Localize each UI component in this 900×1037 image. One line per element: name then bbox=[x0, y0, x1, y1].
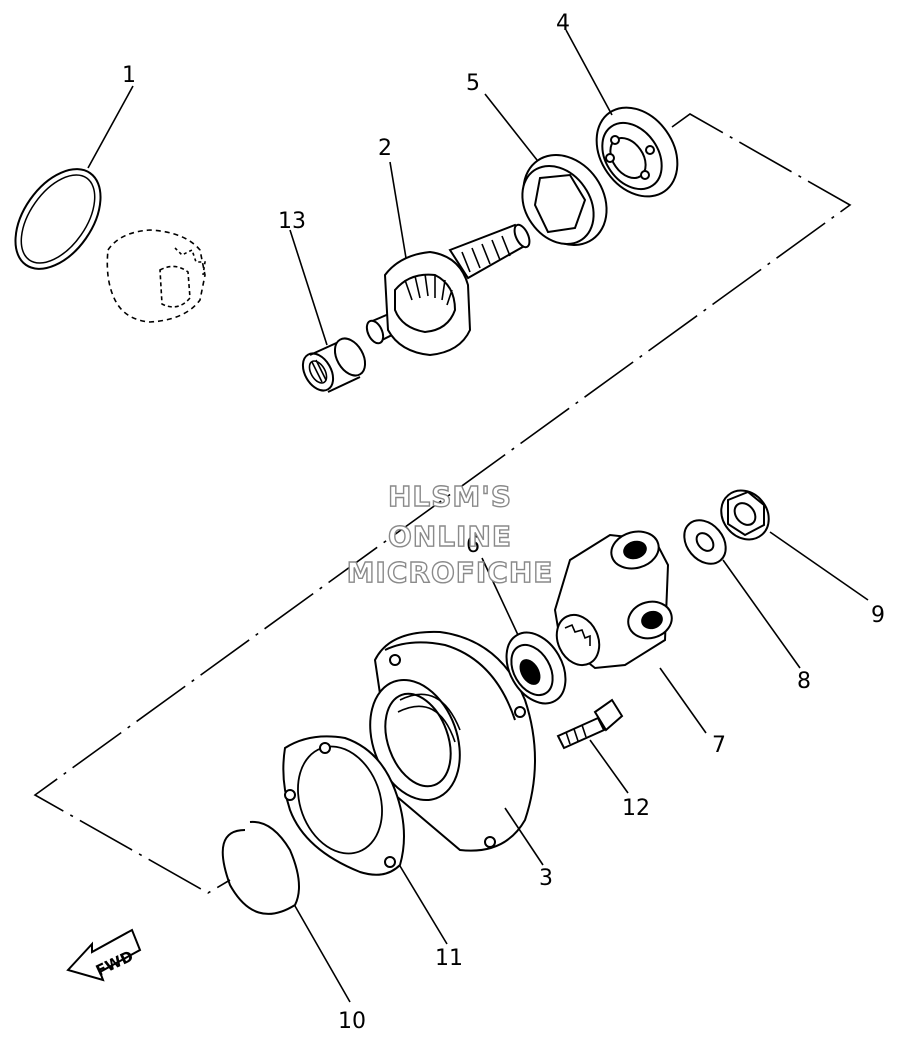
part-number-9: 9 bbox=[871, 603, 885, 628]
reference-gear-outline bbox=[106, 229, 206, 323]
part-gasket bbox=[282, 735, 405, 876]
part-number-10: 10 bbox=[338, 1009, 366, 1034]
part-flange-nut bbox=[720, 489, 770, 541]
assembly-outline bbox=[33, 113, 852, 894]
part-bearing-housing bbox=[369, 630, 536, 852]
part-gear-shaft bbox=[365, 223, 531, 357]
part-number-11: 11 bbox=[435, 946, 463, 971]
part-number-4: 4 bbox=[556, 11, 570, 36]
part-number-8: 8 bbox=[797, 669, 811, 694]
part-number-13: 13 bbox=[278, 209, 306, 234]
part-universal-joint-yoke bbox=[553, 530, 673, 670]
part-ball-bearing bbox=[595, 106, 679, 198]
part-number-12: 12 bbox=[622, 796, 650, 821]
part-number-3: 3 bbox=[539, 866, 553, 891]
part-number-6: 6 bbox=[466, 533, 480, 558]
watermark: HLSM'S ONLINE MICROFICHE bbox=[346, 479, 554, 589]
watermark-line-2: ONLINE bbox=[388, 520, 512, 553]
part-bolt bbox=[556, 698, 624, 750]
watermark-line-3: MICROFICHE bbox=[347, 556, 554, 589]
part-number-7: 7 bbox=[712, 733, 726, 758]
leader-lines bbox=[87, 29, 869, 1003]
part-number-5: 5 bbox=[466, 71, 480, 96]
part-number-labels: 1 2 3 4 5 6 7 8 9 10 11 12 13 bbox=[122, 11, 885, 1034]
part-oil-seal bbox=[521, 154, 608, 246]
part-number-1: 1 bbox=[122, 63, 136, 88]
part-o-ring bbox=[14, 168, 102, 270]
part-number-2: 2 bbox=[378, 136, 392, 161]
part-needle-bearing bbox=[301, 337, 367, 393]
part-washer bbox=[683, 519, 727, 565]
fwd-arrow-icon: FWD bbox=[66, 928, 142, 982]
part-circlip bbox=[221, 820, 300, 915]
watermark-line-1: HLSM'S bbox=[388, 480, 512, 513]
part-small-oil-seal bbox=[505, 631, 567, 705]
